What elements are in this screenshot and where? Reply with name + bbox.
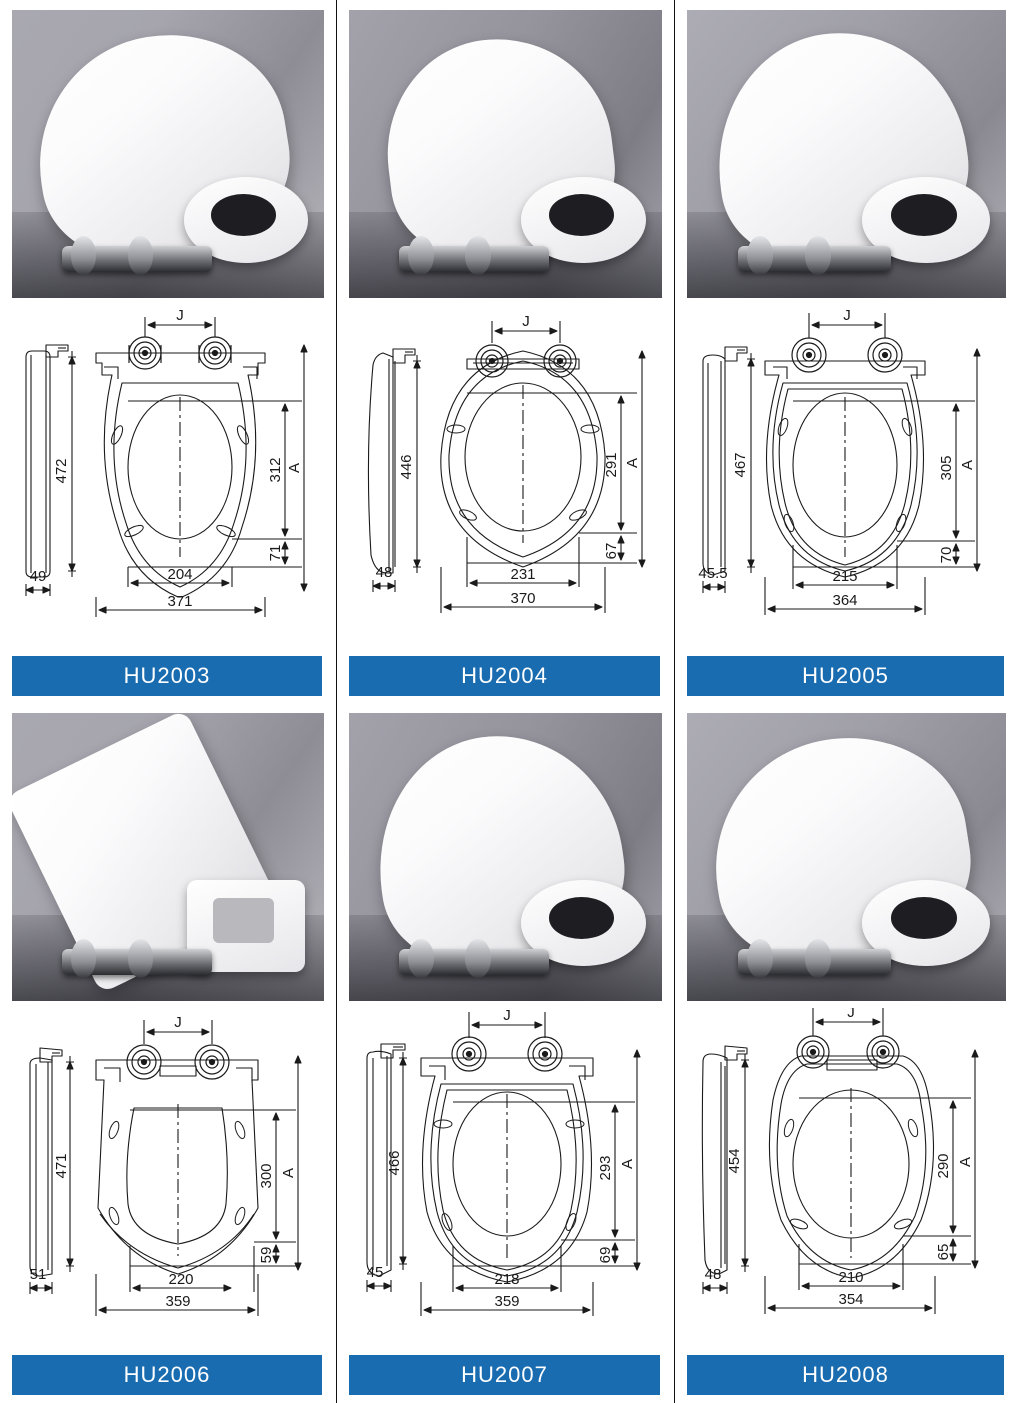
dim-side-height: 467 xyxy=(732,452,749,477)
dim-a-label: A xyxy=(624,458,641,468)
dim-j-label: J xyxy=(503,1008,511,1024)
dim-bowl-width: 210 xyxy=(838,1269,863,1286)
technical-drawing-hu2005: 467 45.5 J 364 215 305 70 A xyxy=(675,305,1018,640)
dim-j-label: J xyxy=(174,1014,182,1031)
model-name: HU2008 xyxy=(802,1362,889,1387)
product-cell-hu2006[interactable]: 471 51 J 359 220 300 59 A HU2006 xyxy=(0,703,336,1403)
dim-side-thickness: 49 xyxy=(30,568,47,585)
hinge-assembly xyxy=(399,938,550,978)
column-divider-2 xyxy=(674,0,675,703)
hinge-assembly xyxy=(399,235,550,275)
product-photo-hu2004 xyxy=(349,10,662,298)
product-cell-hu2005[interactable]: 467 45.5 J 364 215 305 70 A HU2005 xyxy=(675,0,1018,703)
dim-bowl-length: 293 xyxy=(597,1155,614,1180)
product-photo-hu2008 xyxy=(687,713,1006,1001)
dim-total-length: 370 xyxy=(510,590,535,607)
dim-a-label: A xyxy=(959,460,976,470)
technical-drawing-hu2004: 446 48 J 370 231 291 67 A xyxy=(337,305,674,640)
dim-a-label: A xyxy=(619,1159,636,1169)
dim-total-length: 364 xyxy=(832,592,857,609)
dim-bowl-length: 312 xyxy=(267,457,284,482)
column-divider-4 xyxy=(674,703,675,1403)
model-label-hu2008[interactable]: HU2008 xyxy=(687,1355,1004,1395)
hinge-assembly xyxy=(61,235,212,275)
hinge-assembly xyxy=(61,938,212,978)
dim-bowl-width: 231 xyxy=(510,566,535,583)
column-divider-1 xyxy=(336,0,337,703)
dim-hinge-offset: 69 xyxy=(597,1247,614,1264)
dim-side-height: 446 xyxy=(398,454,415,479)
dim-total-length: 354 xyxy=(838,1291,863,1308)
dim-side-thickness: 51 xyxy=(30,1266,47,1283)
model-label-hu2007[interactable]: HU2007 xyxy=(349,1355,660,1395)
product-photo-hu2007 xyxy=(349,713,662,1001)
hinge-assembly xyxy=(738,235,892,275)
product-photo-hu2005 xyxy=(687,10,1006,298)
model-name: HU2004 xyxy=(461,663,548,688)
dim-side-height: 454 xyxy=(726,1148,743,1173)
dim-side-thickness: 48 xyxy=(376,564,393,581)
model-name: HU2007 xyxy=(461,1362,548,1387)
dim-a-label: A xyxy=(957,1157,974,1167)
dim-side-thickness: 45 xyxy=(367,1264,384,1281)
dim-a-label: A xyxy=(286,463,303,473)
dim-bowl-length: 291 xyxy=(603,452,620,477)
dim-a-label: A xyxy=(280,1168,297,1178)
dim-total-length: 359 xyxy=(165,1293,190,1310)
dim-side-height: 471 xyxy=(53,1153,70,1178)
dim-bowl-length: 300 xyxy=(258,1163,275,1188)
column-divider-3 xyxy=(336,703,337,1403)
product-photo-hu2006 xyxy=(12,713,324,1001)
model-label-hu2006[interactable]: HU2006 xyxy=(12,1355,322,1395)
dim-hinge-offset: 59 xyxy=(258,1247,275,1264)
product-photo-hu2003 xyxy=(12,10,324,298)
dim-total-length: 371 xyxy=(167,593,192,610)
dim-j-label: J xyxy=(843,307,851,324)
hinge-assembly xyxy=(738,938,892,978)
technical-drawing-hu2003: 472 49 J 371 204 312 71 A xyxy=(0,305,336,640)
model-name: HU2003 xyxy=(123,663,211,688)
technical-drawing-hu2006: 471 51 J 359 220 300 59 A xyxy=(0,1008,336,1343)
dim-bowl-length: 305 xyxy=(938,455,955,480)
technical-drawing-hu2008: 454 48 J 354 210 290 65 A xyxy=(675,1008,1018,1343)
dim-bowl-width: 220 xyxy=(168,1271,193,1288)
dim-side-height: 466 xyxy=(386,1150,403,1175)
dim-side-height: 472 xyxy=(53,458,70,483)
dim-j-label: J xyxy=(176,307,184,324)
dim-bowl-length: 290 xyxy=(935,1153,952,1178)
model-name: HU2006 xyxy=(123,1362,211,1387)
product-cell-hu2007[interactable]: 466 45 J 359 218 293 69 A HU2007 xyxy=(337,703,674,1403)
product-cell-hu2003[interactable]: 472 49 J 371 204 312 71 A HU2003 xyxy=(0,0,336,703)
dim-hinge-offset: 70 xyxy=(938,547,955,564)
model-label-hu2004[interactable]: HU2004 xyxy=(349,656,660,696)
product-cell-hu2004[interactable]: 446 48 J 370 231 291 67 A HU2004 xyxy=(337,0,674,703)
model-label-hu2003[interactable]: HU2003 xyxy=(12,656,322,696)
dim-hinge-offset: 67 xyxy=(603,543,620,560)
technical-drawing-hu2007: 466 45 J 359 218 293 69 A xyxy=(337,1008,674,1343)
dim-bowl-width: 218 xyxy=(494,1271,519,1288)
dim-j-label: J xyxy=(522,313,530,330)
dim-bowl-width: 204 xyxy=(167,566,192,583)
dim-j-label: J xyxy=(847,1008,855,1021)
model-name: HU2005 xyxy=(802,663,889,688)
dim-hinge-offset: 71 xyxy=(267,545,284,562)
dim-side-thickness: 45.5 xyxy=(698,565,727,582)
model-label-hu2005[interactable]: HU2005 xyxy=(687,656,1004,696)
dim-bowl-width: 215 xyxy=(832,568,857,585)
dim-side-thickness: 48 xyxy=(705,1266,722,1283)
dim-total-length: 359 xyxy=(494,1293,519,1310)
dim-hinge-offset: 65 xyxy=(935,1244,952,1261)
product-cell-hu2008[interactable]: 454 48 J 354 210 290 65 A HU2008 xyxy=(675,703,1018,1403)
